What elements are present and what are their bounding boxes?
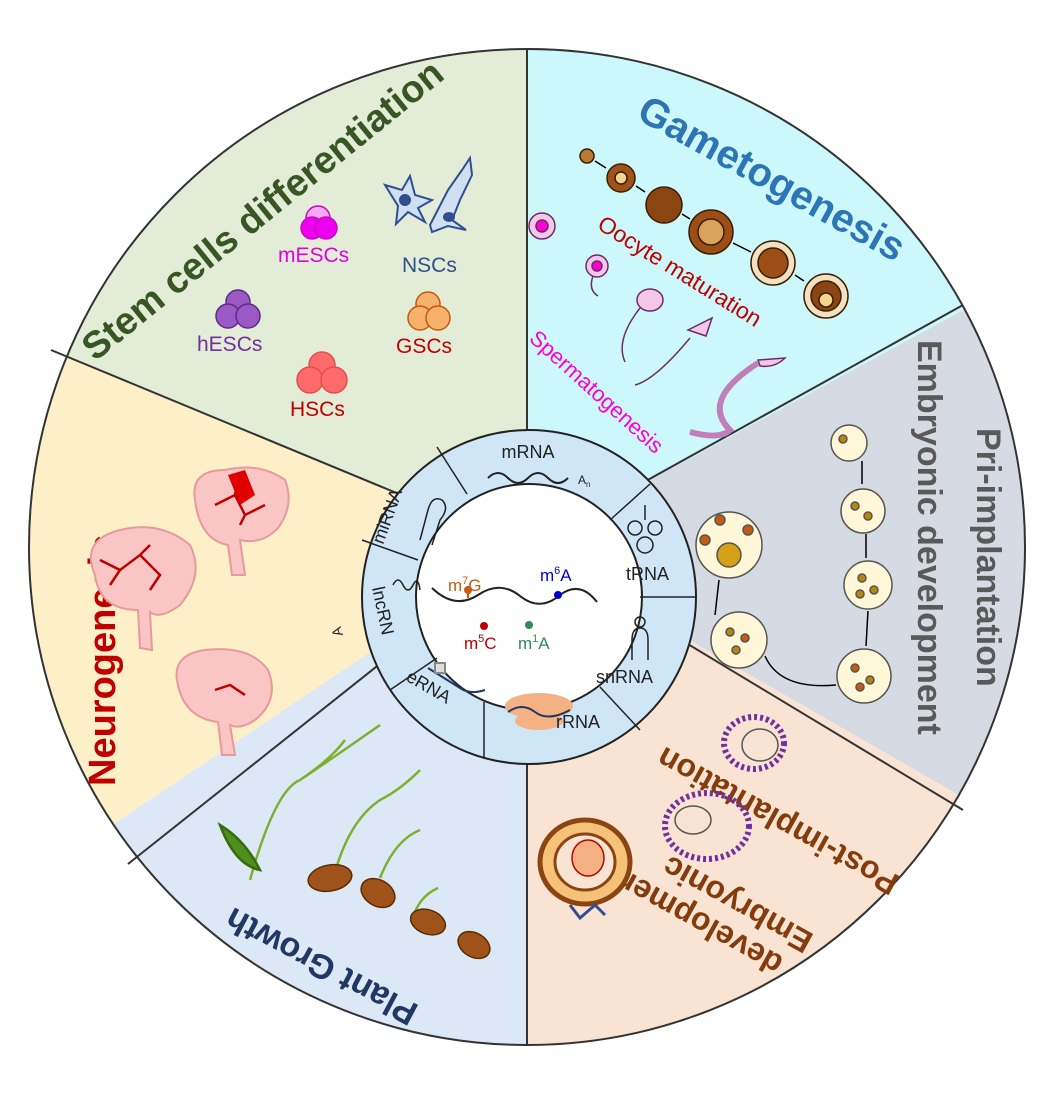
m5c-label: m5C [464, 633, 497, 653]
hescs-cells-icon [215, 289, 261, 329]
mrna-strand-icon [487, 472, 569, 484]
wedge-neurogenesis [29, 330, 527, 900]
m7g-label: m7G [448, 575, 482, 595]
m1a-label: m1A [518, 633, 550, 653]
embryonic-development-title: Embryonic development [910, 340, 948, 735]
wedge-pri-implantation [527, 270, 1025, 840]
gscs-cells-icon [407, 291, 451, 331]
hscs-label: HSCs [290, 398, 345, 421]
preimplantation-embryos-icon [695, 424, 893, 704]
pri-implantation-title: Pri-implantation [969, 428, 1007, 687]
neuron-branches [99, 479, 266, 697]
trna-cloverleaf-icon [627, 505, 663, 554]
hescs-label: hESCs [197, 333, 262, 356]
mescs-label: mESCs [278, 244, 349, 267]
m6a-marker [554, 591, 562, 599]
nscs-label: NSCs [402, 254, 457, 277]
nscs-neurons-icon [382, 155, 474, 234]
modified-rna-strand [431, 586, 598, 605]
rrna-ribosome-icon [505, 693, 573, 730]
m6a-label: m6A [540, 565, 572, 585]
post-implantation-embryos-icon [537, 714, 787, 921]
mirna-hairpin-icon [419, 498, 447, 546]
plant-seedlings-icon [217, 723, 439, 913]
m7g-marker [464, 586, 472, 594]
hscs-cells-icon [296, 351, 348, 394]
mescs-cells-icon [300, 205, 338, 240]
brain-highlight [228, 470, 255, 505]
trna-label: tRNA [626, 564, 669, 584]
snrna-hairpin-icon [631, 616, 649, 660]
gscs-label: GSCs [396, 335, 452, 358]
rrna-label: rRNA [556, 712, 600, 732]
preimplantation-arrows [714, 461, 869, 687]
outer-circle [28, 48, 1026, 1046]
erna-strand-icon [427, 662, 486, 694]
oocyte-arrows [594, 160, 805, 282]
lncrna-strand-icon [392, 579, 421, 591]
sperm-series-icon [528, 212, 787, 439]
m5c-marker [480, 622, 488, 630]
an-label: An [578, 473, 590, 489]
mrna-label: mRNA [502, 442, 555, 462]
m1a-marker [525, 621, 533, 629]
snrna-label: snRNA [596, 667, 653, 687]
oocyte-series-icon [579, 148, 849, 319]
plant-seeds-icon [307, 863, 491, 960]
rna-ring-dividers [361, 446, 696, 757]
